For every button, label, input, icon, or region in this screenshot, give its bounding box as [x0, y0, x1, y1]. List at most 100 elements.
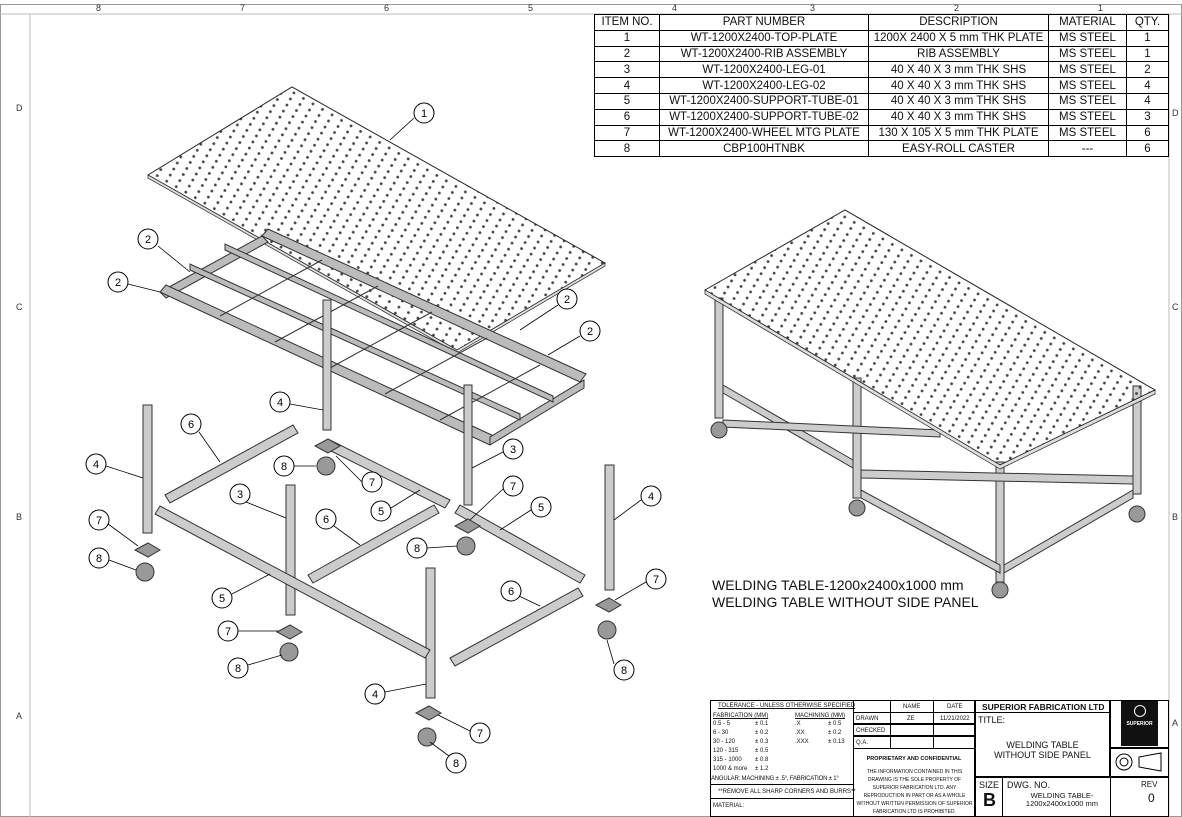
- bom-cell-part-number: WT-1200X2400-RIB ASSEMBLY: [659, 45, 869, 63]
- balloon-circle: [445, 752, 467, 774]
- bom-cell-qty: 6: [1126, 124, 1169, 142]
- balloon-number: 5: [219, 593, 225, 605]
- bom-cell-material: MS STEEL: [1048, 108, 1127, 126]
- zone-row-b-right: B: [1172, 512, 1179, 522]
- balloon-number: 8: [235, 663, 241, 675]
- bom-cell-item-no: 1: [594, 29, 660, 47]
- balloon-item-4: 4: [640, 485, 662, 507]
- rev-cell: [1110, 777, 1169, 817]
- balloon-item-4: 4: [85, 453, 107, 475]
- balloon-circle: [640, 485, 662, 507]
- bom-cell-part-number: WT-1200X2400-SUPPORT-TUBE-02: [659, 108, 869, 126]
- col-description: DESCRIPTION: [868, 14, 1049, 31]
- balloon-item-2: 2: [137, 228, 159, 250]
- balloon-item-6: 6: [315, 508, 337, 530]
- drawn-label: DRAWN: [856, 716, 879, 722]
- col-part-number: PART NUMBER: [659, 14, 869, 31]
- bom-cell-item-no: 4: [594, 77, 660, 94]
- bom-cell-description: EASY-ROLL CASTER: [868, 140, 1049, 158]
- zone-col-3: 3: [810, 3, 816, 13]
- balloon-item-6: 6: [500, 580, 522, 602]
- angular-tolerance: ANGULAR: MACHINING ± .5°, FABRICATION ± …: [711, 776, 839, 782]
- checked-row: [853, 724, 975, 736]
- bom-cell-description: 40 X 40 X 3 mm THK SHS: [868, 77, 1049, 94]
- balloon-item-6: 6: [180, 413, 202, 435]
- bom-cell-part-number: WT-1200X2400-SUPPORT-TUBE-01: [659, 92, 869, 110]
- balloon-circle: [579, 320, 601, 342]
- balloon-circle: [211, 587, 233, 609]
- bom-cell-qty: 3: [1126, 108, 1169, 126]
- zone-row-a: A: [16, 711, 23, 721]
- bom-cell-material: ---: [1048, 140, 1127, 158]
- balloon-item-2: 2: [107, 271, 129, 293]
- balloon-number: 7: [225, 626, 231, 638]
- balloon-circle: [269, 391, 291, 413]
- bom-cell-description: 40 X 40 X 3 mm THK SHS: [868, 108, 1049, 126]
- bom-cell-qty: 1: [1126, 29, 1169, 47]
- balloon-number: 1: [421, 108, 427, 120]
- machining-tolerance-value: ± 0.5: [828, 721, 842, 727]
- balloon-number: 6: [188, 419, 194, 431]
- zone-col-4: 4: [672, 3, 678, 13]
- fabrication-tolerance-range: 6 - 30: [713, 730, 729, 736]
- balloon-number: 4: [648, 491, 654, 503]
- drawn-name: ZE: [907, 716, 915, 722]
- fabrication-tolerance-value: ± 0.5: [755, 748, 769, 754]
- zone-col-8: 8: [96, 3, 102, 13]
- balloon-number: 2: [145, 234, 151, 246]
- fabrication-tolerance-range: 120 - 315: [713, 748, 739, 754]
- logo-mark-icon: [1133, 705, 1146, 717]
- balloon-number: 6: [508, 586, 514, 598]
- view-caption: WELDING TABLE-1200x2400x1000 mm WELDING …: [712, 577, 979, 611]
- exploded-rib-assembly: [159, 228, 587, 446]
- balloon-number: 6: [323, 514, 329, 526]
- machining-tolerance-range: .XXX: [795, 739, 809, 745]
- balloon-circle: [556, 288, 578, 310]
- remove-note: **REMOVE ALL SHARP CORNERS AND BURRS**: [718, 789, 856, 795]
- zone-col-5: 5: [528, 3, 534, 13]
- bill-of-materials: ITEM NO. PART NUMBER DESCRIPTION MATERIA…: [594, 14, 1169, 158]
- balloon-circle: [502, 438, 524, 460]
- balloon-number: 7: [96, 515, 102, 527]
- logo-box: [1110, 700, 1169, 748]
- bom-cell-part-number: WT-1200X2400-WHEEL MTG PLATE: [659, 124, 869, 142]
- balloon-number: 7: [477, 728, 483, 740]
- bom-cell-material: MS STEEL: [1048, 61, 1127, 79]
- zone-row-d: D: [16, 103, 23, 113]
- rev-value: 0: [1148, 791, 1155, 805]
- balloon-circle: [217, 620, 239, 642]
- fabrication-tolerance-value: ± 1.2: [755, 766, 769, 772]
- qa-label: Q.A.: [856, 740, 869, 746]
- balloon-item-2: 2: [556, 288, 578, 310]
- balloon-item-7: 7: [217, 620, 239, 642]
- balloon-circle: [227, 657, 249, 679]
- balloon-number: 8: [96, 553, 102, 565]
- bom-cell-description: RIB ASSEMBLY: [868, 45, 1049, 63]
- size-label: SIZE: [979, 780, 1000, 790]
- balloon-item-8: 8: [613, 659, 635, 681]
- balloon-circle: [364, 683, 386, 705]
- balloon-item-5: 5: [211, 587, 233, 609]
- caption-line-1: WELDING TABLE-1200x2400x1000 mm: [712, 577, 964, 593]
- bom-cell-description: 130 X 105 X 5 mm THK PLATE: [868, 124, 1049, 142]
- tolerance-header: TOLERANCE - UNLESS OTHERWISE SPECIFIED: [718, 703, 856, 709]
- fabrication-tolerance-value: ± 0.3: [755, 739, 769, 745]
- balloon-circle: [107, 271, 129, 293]
- balloon-item-8: 8: [273, 455, 295, 477]
- balloon-item-4: 4: [269, 391, 291, 413]
- bom-cell-qty: 2: [1126, 61, 1169, 79]
- zone-row-d-right: D: [1172, 108, 1179, 118]
- bom-cell-item-no: 8: [594, 140, 660, 158]
- bom-cell-item-no: 6: [594, 108, 660, 126]
- proprietary-text: THE INFORMATION CONTAINED IN THIS DRAWIN…: [856, 769, 973, 815]
- balloon-circle: [613, 659, 635, 681]
- bom-cell-description: 40 X 40 X 3 mm THK SHS: [868, 61, 1049, 79]
- zone-col-2: 2: [954, 3, 960, 13]
- bom-cell-part-number: WT-1200X2400-LEG-01: [659, 61, 869, 79]
- bom-cell-material: MS STEEL: [1048, 45, 1127, 63]
- zone-col-7: 7: [240, 3, 246, 13]
- machining-tolerance-range: .X: [795, 721, 801, 727]
